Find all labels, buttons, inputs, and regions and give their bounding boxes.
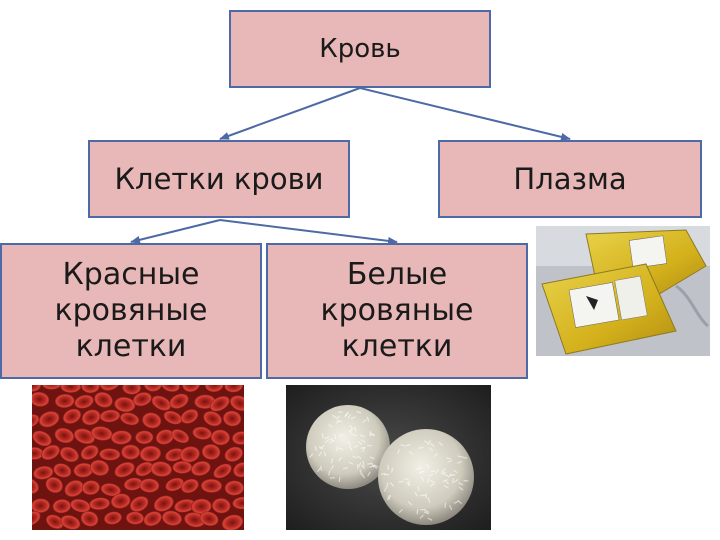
node-white-cells: Белые кровяные клетки (266, 243, 528, 379)
arrow-cells-to-white (219, 219, 398, 245)
node-red-cells-label: Красные кровяные клетки (54, 257, 208, 364)
node-blood-cells: Клетки крови (88, 140, 350, 218)
node-blood-cells-label: Клетки крови (114, 162, 324, 196)
plasma-bags-photo (536, 226, 710, 356)
node-white-cells-label: Белые кровяные клетки (320, 257, 474, 364)
node-blood: Кровь (229, 10, 491, 88)
node-blood-label: Кровь (319, 34, 401, 64)
node-plasma: Плазма (438, 140, 702, 218)
red-blood-cells-photo (32, 385, 244, 530)
arrow-cells-to-red (130, 219, 221, 244)
node-red-cells: Красные кровяные клетки (0, 243, 262, 379)
arrow-blood-to-cells (219, 87, 361, 140)
node-plasma-label: Плазма (513, 162, 627, 196)
arrow-blood-to-plasma (359, 87, 571, 141)
white-blood-cells-photo (286, 385, 491, 530)
